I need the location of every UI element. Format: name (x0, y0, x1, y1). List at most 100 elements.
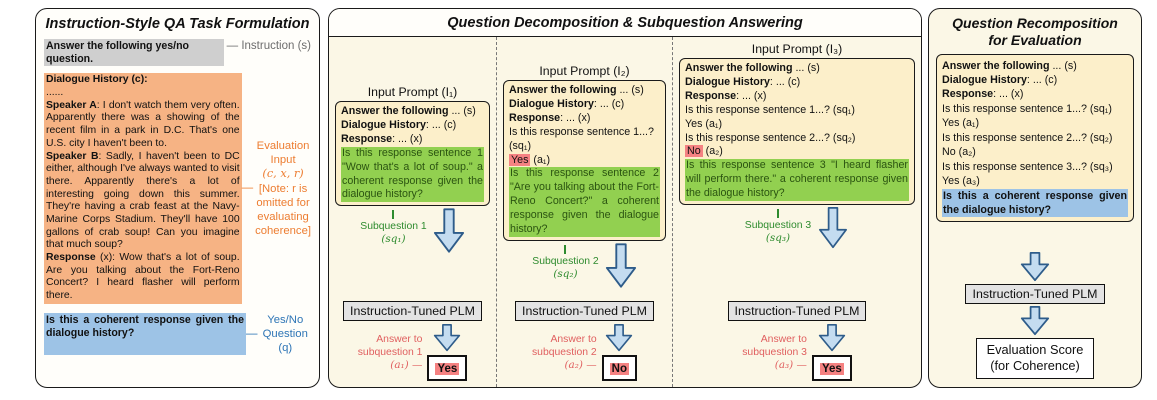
dialogue-dots: ...... (46, 87, 64, 99)
answer-label-line: subquestion 2 (531, 346, 597, 358)
input-prompt-2-box: Answer the following ... (s) Dialogue Hi… (503, 80, 666, 241)
rest-part: : ... (x) (392, 132, 423, 145)
evaluation-input-annotation: — Evaluation Input (c, x, r) [Note: r is… (242, 73, 311, 303)
yes-no-question-highlight: Is this a coherent response given the di… (44, 312, 246, 356)
prompt-instruction-line: Answer the following ... (s) (341, 105, 484, 119)
bold-part: Response (509, 111, 561, 124)
connector-dash: — (246, 327, 258, 340)
down-arrow-icon (434, 324, 461, 352)
response-label: Response (46, 252, 96, 264)
answer-3-flow: Answer to subquestion 3 (a₃) — Yes (679, 323, 915, 381)
answer-2-symbol: (a₂) — (564, 358, 597, 371)
rest-part: : ... (c) (425, 118, 457, 131)
eval-note: [Note: r is omitted for evaluating coher… (255, 182, 311, 237)
panel-title: Instruction-Style QA Task Formulation (45, 16, 310, 32)
prompt-instruction-line: Answer the following ... (s) (509, 84, 660, 98)
panel-title-line2: for Evaluation (988, 31, 1082, 48)
column-subquestion-2: Input Prompt (I₂) Answer the following .… (497, 37, 673, 387)
answer-1-box: Yes (427, 355, 468, 381)
dialogue-header-label: Dialogue History (c): (46, 74, 148, 86)
rest-part: : ... (x) (560, 111, 591, 124)
final-question-highlight: Is this a coherent response given the di… (942, 188, 1128, 218)
score-line1: Evaluation Score (986, 341, 1084, 357)
prior-answer-1-symbol: (a₁) (530, 153, 551, 166)
down-arrow-icon (606, 324, 633, 352)
down-arrow-icon (819, 207, 848, 249)
prompt-instruction-line: Answer the following ... (s) (685, 62, 909, 76)
bold-part: Answer the following (685, 62, 793, 74)
eval-line2: (c, x, r) (262, 167, 304, 181)
prior-answer-1-value: Yes (685, 117, 703, 130)
panel-decomposition: Question Decomposition & Subquestion Ans… (328, 8, 922, 388)
prior-subquestion-2: Is this response sentence 2...? (sq₂) (685, 131, 856, 144)
bold-part: Dialogue History (685, 75, 770, 88)
answer-label-line: subquestion 1 (357, 346, 423, 358)
prior-answer-1: Yes (a₁) (509, 153, 660, 168)
rest-part: ... (s) (448, 105, 476, 117)
answer-1-symbol: (a₁) — (390, 358, 423, 371)
prompt-response-line: Response: ... (x) (509, 112, 660, 126)
bold-part: Response (685, 89, 737, 102)
plm-box-1: Instruction-Tuned PLM (343, 301, 482, 321)
instruction-annotation: — Instruction (s) (226, 40, 311, 52)
bold-part: Answer the following (341, 105, 449, 117)
qa-line-5: Is this response sentence 3...? (sq₃) (942, 160, 1113, 173)
bold-part: Dialogue History (341, 118, 426, 131)
prompt-context-line: Dialogue History: ... (c) (509, 98, 660, 112)
rest-part: : ... (x) (993, 88, 1024, 101)
prompt-instruction-line: Answer the following ... (s) (942, 59, 1128, 73)
answer-3-stack: Yes (811, 323, 852, 381)
answer-label-line: Answer to (376, 333, 423, 345)
response-text: (x): Wow that's a lot of soup. Are you t… (46, 252, 240, 302)
decomposition-columns: Input Prompt (I₁) Answer the following .… (329, 37, 921, 387)
qa-line-2: Yes (a₁) (942, 117, 980, 130)
prompt-response-line: Response: ... (x) (341, 133, 484, 147)
speaker-a-label: Speaker A (46, 99, 97, 111)
prior-answer-1: Yes (a₁) (685, 118, 909, 132)
bold-part: Response (942, 88, 994, 101)
qa-line-1: Is this response sentence 1...? (sq₁) (942, 102, 1112, 115)
qa-line-6: Yes (a₃) (942, 175, 980, 188)
down-arrow-icon (818, 324, 846, 352)
response-turn: Response (x): Wow that's a lot of soup. … (46, 252, 240, 303)
evaluation-score-box: Evaluation Score (for Coherence) (975, 337, 1095, 379)
prior-answer-1-highlight: Yes (509, 153, 531, 166)
rest-part: ... (s) (792, 62, 820, 74)
q-label1: Yes/No (267, 313, 304, 326)
panel-title: Question Recomposition for Evaluation (936, 15, 1134, 49)
subquestion-2-flow: Subquestion 2 (sq₂) (503, 243, 666, 289)
answer-label-symbol: (a₃) — (742, 359, 807, 372)
answer-1-flow: Answer to subquestion 1 (a₁) — Yes (335, 323, 490, 381)
subquestion-2-name: Subquestion 2 (532, 255, 599, 267)
speaker-a-text: : I don't watch them very often. Apparen… (46, 99, 240, 149)
down-arrow-icon (1020, 305, 1050, 335)
answer-label-symbol: (a₁) — (358, 358, 423, 372)
subquestion-2-label: Subquestion 2 (sq₂) (532, 243, 599, 281)
input-prompt-3-box: Answer the following ... (s) Dialogue Hi… (679, 58, 915, 206)
subquestion-3-symbol: (sq₃) (765, 232, 791, 245)
plm-box-2: Instruction-Tuned PLM (515, 301, 654, 321)
input-prompt-1-box: Answer the following ... (s) Dialogue Hi… (335, 101, 490, 207)
subquestion-1-flow: Subquestion 1 (sq₁) (335, 208, 490, 254)
prompt-context-line: Dialogue History: ... (c) (942, 73, 1128, 87)
answer-label-line: subquestion 3 (742, 346, 807, 358)
q-label2: Question (q) (262, 327, 308, 354)
subquestion-2-highlight: Is this response sentence 2 "Are you tal… (509, 167, 660, 237)
answer-label-symbol: (a₂) — (532, 359, 597, 372)
dialogue-history-highlight: Dialogue History (c): ...... Speaker A: … (44, 73, 242, 304)
answer-1-stack: Yes (427, 323, 468, 381)
score-line2: (for Coherence) (990, 358, 1080, 374)
instruction-highlight: Answer the following yes/no question. (44, 39, 224, 67)
subquestion-2-symbol: (sq₂) (553, 267, 578, 280)
question-row: Is this a coherent response given the di… (44, 312, 312, 356)
answer-1-value: Yes (435, 363, 460, 375)
input-prompt-1-header: Input Prompt (I₁) (367, 85, 458, 99)
answer-3-label: Answer to subquestion 3 (a₃) — (742, 333, 807, 372)
subquestion-3-flow: Subquestion 3 (sq₃) (679, 207, 915, 249)
answer-3-value: Yes (819, 363, 844, 375)
down-arrow-icon (433, 208, 464, 253)
rest-part: ... (s) (1049, 59, 1077, 72)
yes-no-annotation-text: Yes/No Question (q) (260, 313, 312, 355)
down-arrow-icon (605, 243, 636, 288)
